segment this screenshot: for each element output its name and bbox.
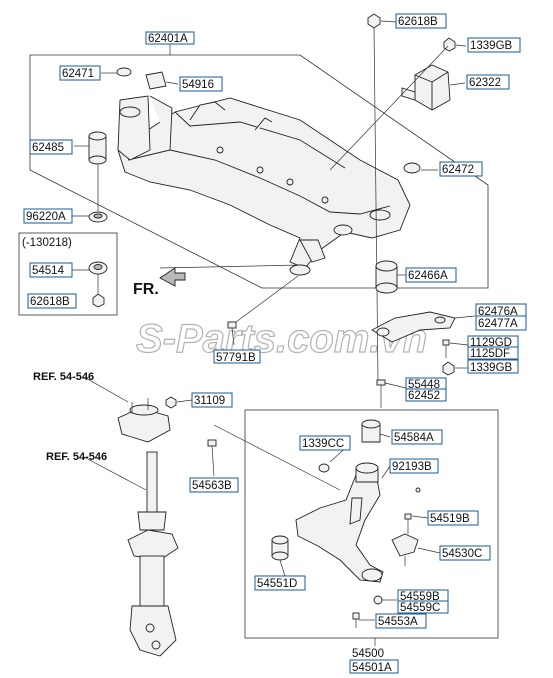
nut-1339gb-low-drawing: [442, 361, 455, 376]
label-54563b[interactable]: 54563B: [192, 480, 232, 492]
label-62471[interactable]: 62471: [62, 68, 94, 80]
strut-assembly-drawing: [127, 451, 179, 657]
front-direction-arrow-icon: [159, 267, 186, 287]
label-62618b-low[interactable]: 62618B: [30, 296, 70, 308]
label-62472[interactable]: 62472: [442, 164, 474, 176]
plate-54916-drawing: [145, 71, 167, 90]
front-subframe-drawing: [117, 95, 411, 276]
label-1339gb[interactable]: 1339GB: [470, 40, 513, 52]
label-1339gb-low[interactable]: 1339GB: [470, 362, 513, 374]
ref-label-strut: REF. 54-546: [46, 451, 107, 463]
label-62401a[interactable]: 62401A: [148, 33, 188, 45]
label-62476a[interactable]: 62476A: [478, 306, 518, 318]
part-labels: 62401A 62618B 1339GB 62471 54916 62322 6…: [22, 13, 527, 674]
bracket-62476a-drawing: [371, 311, 456, 343]
variant-note-frame: [18, 232, 118, 316]
lower-arm-group-frame: [244, 409, 499, 639]
strut-top-mount-drawing: [117, 396, 177, 443]
label-31109[interactable]: 31109: [194, 395, 225, 407]
label-54559b[interactable]: 54559B: [400, 591, 440, 603]
direction-label: FR.: [133, 281, 159, 298]
label-62452[interactable]: 62452: [408, 390, 440, 402]
label-62618b-top[interactable]: 62618B: [398, 16, 438, 28]
nut-62618b-low-drawing: [92, 293, 105, 308]
label-54500[interactable]: 54500: [352, 648, 384, 660]
washer-62472-drawing: [403, 162, 421, 174]
label-62322[interactable]: 62322: [469, 77, 501, 89]
label-54501a[interactable]: 54501A: [352, 662, 392, 674]
nut-62618b-top-drawing: [367, 13, 381, 381]
label-54553a[interactable]: 54553A: [378, 616, 418, 628]
label-62477a[interactable]: 62477A: [478, 318, 518, 330]
nut-1339gb-drawing: [443, 37, 456, 52]
label-62466a[interactable]: 62466A: [408, 270, 448, 282]
washer-96220a-drawing: [88, 211, 108, 223]
bolt-1129gd-drawing: [442, 339, 450, 358]
label-54559c[interactable]: 54559C: [400, 602, 440, 614]
label-57791b[interactable]: 57791B: [216, 352, 256, 364]
bolt-55448-drawing: [376, 379, 386, 408]
label-54916[interactable]: 54916: [182, 79, 214, 91]
label-54584a[interactable]: 54584A: [394, 432, 434, 444]
label-54514[interactable]: 54514: [32, 265, 65, 277]
lower-control-arm-drawing: [271, 419, 421, 628]
bushing-54514-drawing: [88, 261, 108, 275]
leader-lines: [72, 20, 476, 646]
label-1339cc[interactable]: 1339CC: [302, 438, 344, 450]
bolt-57791b-drawing: [227, 321, 237, 346]
bushing-62466a-drawing: [375, 260, 398, 294]
washer-62471-drawing: [116, 67, 132, 77]
ref-label-top-mount: REF. 54-546: [33, 371, 94, 383]
bushing-62485-drawing: [88, 131, 107, 165]
label-54551d[interactable]: 54551D: [257, 578, 297, 590]
variant-note: (-130218): [22, 237, 72, 249]
label-55448[interactable]: 55448: [408, 379, 440, 391]
label-1129gd[interactable]: 1129GD: [470, 337, 512, 349]
label-54519b[interactable]: 54519B: [430, 513, 470, 525]
label-92193b[interactable]: 92193B: [392, 461, 432, 473]
subframe-group-frame: [29, 54, 489, 289]
label-1125df[interactable]: 1125DF: [470, 348, 510, 360]
label-62485[interactable]: 62485: [32, 142, 64, 154]
mount-bracket-drawing: [401, 64, 451, 111]
bolt-54563b-drawing: [207, 439, 217, 477]
label-96220a[interactable]: 96220A: [26, 211, 66, 223]
watermark-text: S-Parts.com.vn: [136, 317, 427, 361]
label-54530c[interactable]: 54530C: [442, 548, 482, 560]
